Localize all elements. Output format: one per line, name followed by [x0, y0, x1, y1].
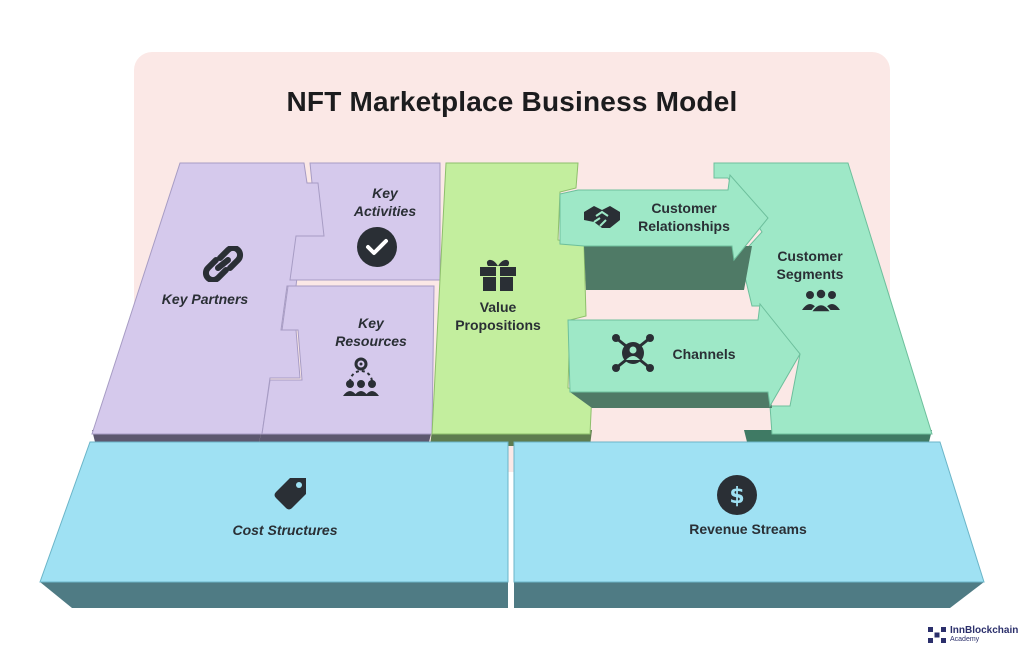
revenue-streams-depth [514, 582, 984, 608]
page-title: NFT Marketplace Business Model [286, 86, 738, 117]
brand-logo: InnBlockchain Academy [928, 626, 1018, 644]
brand-subtitle: Academy [950, 636, 980, 643]
channels-depth [570, 392, 772, 408]
brand-mark-icon [928, 627, 946, 643]
customer-relationships-arrow[interactable] [559, 173, 769, 262]
value-propositions-label: Value Propositions [455, 299, 541, 333]
key-activities-label: Key Activities [353, 185, 417, 219]
customer-relationships-label: Customer Relationships [638, 200, 730, 234]
dollar-coin-icon: $ [717, 475, 757, 515]
check-circle-icon [357, 227, 397, 267]
svg-text:$: $ [729, 484, 744, 509]
customer-segments-label: Customer Segments [776, 248, 844, 282]
revenue-streams-label: Revenue Streams [689, 521, 807, 537]
revenue-streams-block[interactable] [513, 441, 985, 583]
cost-structures-label: Cost Structures [232, 522, 338, 538]
cost-structures-depth [40, 582, 508, 608]
key-partners-label: Key Partners [161, 291, 249, 307]
brand-name: InnBlockchain [950, 625, 1019, 636]
users-group-icon [802, 288, 840, 312]
link-icon [202, 246, 244, 282]
gift-icon [480, 259, 516, 291]
customer-relationships-depth [584, 246, 752, 290]
cost-structures-block[interactable] [39, 441, 509, 583]
network-person-icon [612, 334, 654, 372]
price-tag-icon [274, 478, 306, 510]
key-resources-block[interactable] [261, 285, 435, 435]
value-propositions-block[interactable] [431, 162, 593, 435]
channels-label: Channels [672, 346, 736, 362]
key-resources-label: Key Resources [335, 315, 407, 349]
team-gear-icon [343, 357, 379, 396]
key-activities-block[interactable] [289, 162, 441, 281]
handshake-icon [584, 206, 620, 228]
channels-arrow[interactable] [567, 302, 801, 408]
